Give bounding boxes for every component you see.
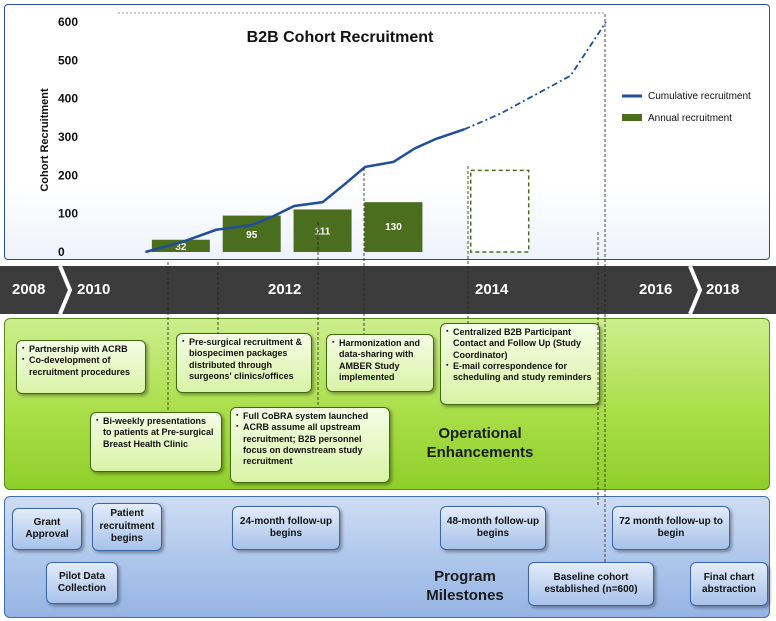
recruitment-chart: B2B Cohort Recruitment Cohort Recruitmen… <box>39 12 751 259</box>
year-2018: 2018 <box>706 281 740 298</box>
year-2008: 2008 <box>12 281 46 298</box>
y-axis-label: Cohort Recruitment <box>39 88 51 192</box>
y-tick-label: 400 <box>58 92 78 106</box>
enhancement-item: Bi-weekly presentations to patients at P… <box>96 416 216 450</box>
annual-bar <box>293 209 352 252</box>
enhancement-box-amber: Harmonization and data-sharing with AMBE… <box>326 334 434 392</box>
annual-bar <box>364 202 423 252</box>
annual-bar <box>222 215 281 252</box>
cumulative-line-projected <box>463 21 607 131</box>
milestone-patient-recruitment: Patient recruitment begins <box>92 503 162 551</box>
legend-bar-swatch <box>622 114 642 121</box>
enhancement-box-cobra: Full CoBRA system launchedACRB assume al… <box>230 407 390 483</box>
legend: Cumulative recruitment Annual recruitmen… <box>622 91 751 124</box>
milestone-grant-approval: Grant Approval <box>12 508 82 550</box>
year-2014: 2014 <box>475 281 509 298</box>
milestones-title: Program Milestones <box>405 568 525 606</box>
enhancement-item: Harmonization and data-sharing with AMBE… <box>332 338 428 383</box>
enhancement-item: Partnership with ACRB <box>22 344 140 355</box>
enhancement-item: E-mail correspondence for scheduling and… <box>446 361 594 384</box>
enhancement-box-biweekly: Bi-weekly presentations to patients at P… <box>90 412 222 472</box>
enhancement-box-acrb-partnership: Partnership with ACRBCo-development of r… <box>16 340 146 394</box>
bar-value-label: 213 <box>491 190 508 201</box>
milestone-baseline-cohort: Baseline cohort established (n=600) <box>528 562 654 606</box>
operational-title: Operational Enhancements <box>400 425 560 463</box>
y-tick-label: 100 <box>58 207 78 221</box>
enhancement-item: Full CoBRA system launched <box>236 411 384 422</box>
enhancement-item: Pre-surgical recruitment & biospecimen p… <box>182 337 306 382</box>
milestone-final-chart: Final chart abstraction <box>690 562 768 606</box>
enhancement-item: ACRB assume all upstream recruitment; B2… <box>236 422 384 467</box>
y-tick-label: 0 <box>58 245 65 259</box>
bar-value-label: 95 <box>246 230 258 241</box>
enhancement-item: Co-development of recruitment procedures <box>22 355 140 378</box>
y-tick-label: 500 <box>58 53 78 67</box>
y-tick-label: 200 <box>58 168 78 182</box>
year-2016: 2016 <box>639 281 673 298</box>
milestone-48-month: 48-month follow-up begins <box>440 506 546 550</box>
legend-item-cumulative: Cumulative recruitment <box>648 91 751 102</box>
y-tick-label: 600 <box>58 15 78 29</box>
legend-item-annual: Annual recruitment <box>648 113 732 124</box>
annual-bar <box>151 239 210 252</box>
milestone-24-month: 24-month follow-up begins <box>232 506 340 550</box>
cumulative-line <box>145 128 465 254</box>
milestone-72-month: 72 month follow-up to begin <box>612 506 730 550</box>
milestones-title-line2: Milestones <box>426 586 504 604</box>
enhancement-box-presurgical: Pre-surgical recruitment & biospecimen p… <box>176 333 312 393</box>
operational-title-line1: Operational <box>438 425 522 442</box>
projected-bar <box>469 169 530 253</box>
year-2010: 2010 <box>77 281 111 298</box>
milestone-pilot-data: Pilot Data Collection <box>46 562 118 604</box>
bar-value-label: 130 <box>385 222 402 233</box>
enhancement-item: Centralized B2B Participant Contact and … <box>446 327 594 361</box>
year-2012: 2012 <box>268 281 302 298</box>
bar-value-label: 32 <box>175 242 187 253</box>
operational-title-line2: Enhancements <box>426 443 534 461</box>
enhancement-box-centralized: Centralized B2B Participant Contact and … <box>440 323 600 405</box>
timeline-band <box>0 265 776 315</box>
bar-value-label: 111 <box>315 227 331 238</box>
chart-title: B2B Cohort Recruitment <box>247 29 434 46</box>
y-tick-label: 300 <box>58 130 78 144</box>
milestones-title-line1: Program <box>434 568 496 585</box>
